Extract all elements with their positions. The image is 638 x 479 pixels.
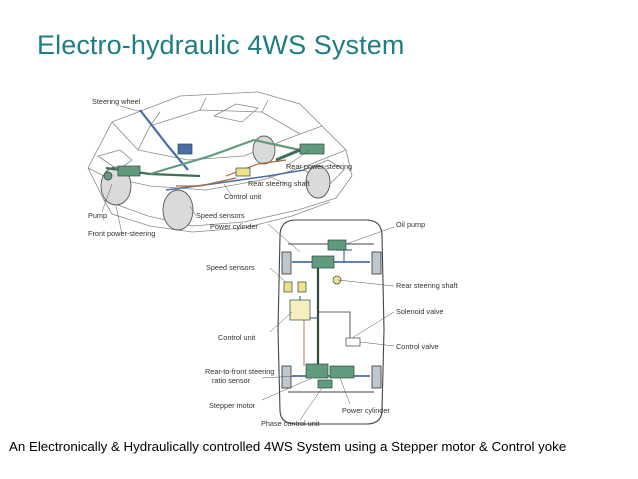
label-oil-pump: Oil pump [396,220,425,229]
chassis-leader-lines [261,223,395,421]
label-rear-power-steering: Rear power-steering [286,162,352,171]
label-stepper-motor: Stepper motor [209,401,256,410]
car-wheels [100,135,331,231]
control-unit-box [289,299,311,321]
stepper-motor-unit [305,363,329,379]
control-valve-unit [345,337,361,347]
label-ratio-sensor: ratio sensor [212,376,251,385]
label-front-power-steering: Front power-steering [88,229,155,238]
label-control-unit-car: Control unit [224,192,261,201]
label-pump: Pump [88,211,107,220]
car-leader-lines [101,105,311,235]
slide-title: Electro-hydraulic 4WS System [37,30,405,60]
label-control-valve: Control valve [396,342,439,351]
car-components [103,143,325,181]
label-speed-sensors-chassis: Speed sensors [206,263,255,272]
chassis-components [283,239,361,389]
car-perspective-drawing [87,91,353,233]
label-rear-steering-shaft-chassis: Rear steering shaft [396,281,458,290]
slide-caption: An Electronically & Hydraulically contro… [9,439,567,454]
label-steering-wheel: Steering wheel [92,97,141,106]
oil-pump-unit [327,239,347,251]
steering-shaft-joint [332,275,342,285]
label-power-cylinder-car: Power cylinder [210,222,258,231]
front-power-cylinder [311,255,335,269]
speed-sensor-right [297,281,307,293]
label-solenoid-valve: Solenoid valve [396,307,443,316]
label-rear-steering-shaft-car: Rear steering shaft [248,179,310,188]
label-rear-to-front-steering: Rear-to-front steering [205,367,274,376]
label-speed-sensors-car: Speed sensors [196,211,245,220]
speed-sensor-left [283,281,293,293]
rear-power-cylinder [329,365,355,379]
phase-control-unit-box [317,379,333,389]
label-phase-control-unit: Phase control unit [261,419,319,428]
label-control-unit-chassis: Control unit [218,333,255,342]
chassis-outline [277,219,385,425]
label-power-cylinder-rear: Power cylinder [342,406,390,415]
